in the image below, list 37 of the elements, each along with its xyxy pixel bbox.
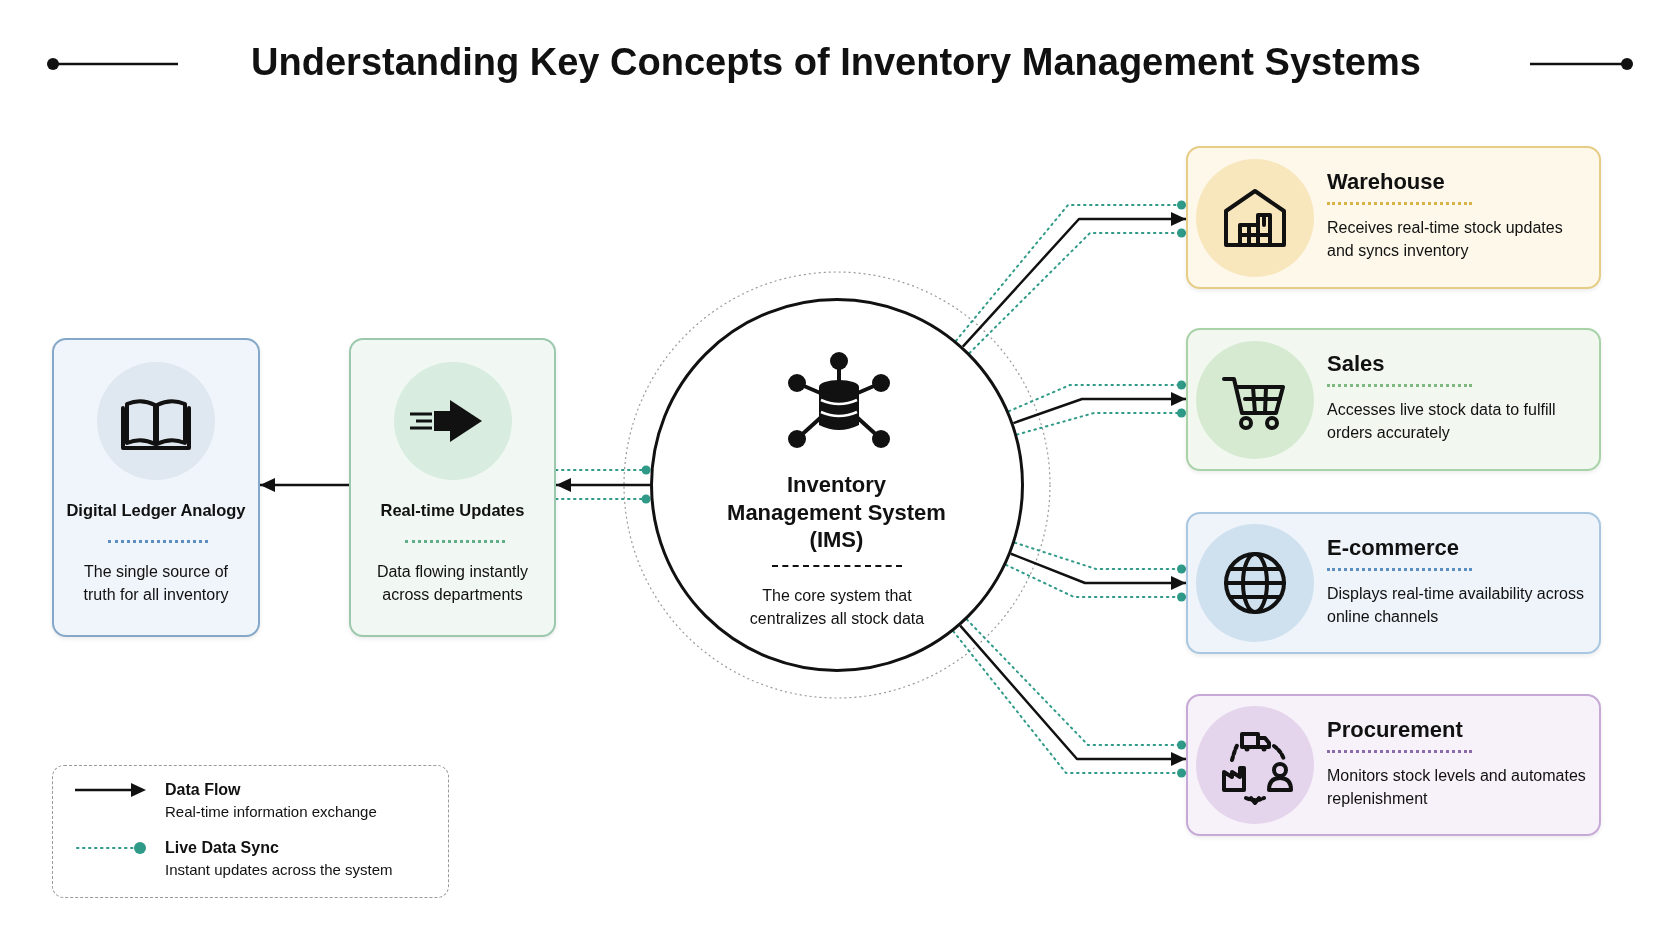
legend-label: Live Data Sync <box>165 839 279 857</box>
card-title: Digital Ledger Analogy <box>65 500 247 521</box>
sync-line <box>1007 380 1187 413</box>
sync-line <box>1013 541 1187 574</box>
card-description: The single source of truth for all inventory <box>82 562 230 606</box>
card-title: Procurement <box>1327 716 1464 744</box>
destination-card <box>1186 512 1601 654</box>
destination-card <box>1186 328 1601 471</box>
legend-label: Data Flow <box>165 781 241 799</box>
card-description: Data flowing instantly across departments <box>375 562 530 606</box>
legend-description: Real-time information exchange <box>165 803 377 820</box>
title: Understanding Key Concepts of Inventory Management Systems <box>251 40 1421 85</box>
card-title: Warehouse <box>1327 168 1446 196</box>
card-description: Accesses live stock data to fulfill orders accurately <box>1327 400 1557 444</box>
card-title: Real-time Updates <box>379 500 526 521</box>
card-title: E-commerce <box>1327 534 1461 562</box>
card-description: The core system that centralizes all stock data <box>748 586 926 630</box>
arrow <box>1013 392 1186 425</box>
sync-line <box>1005 563 1187 602</box>
sync-line <box>555 465 652 475</box>
card-title: Inventory Management System (IMS) <box>726 471 947 554</box>
sync-line <box>968 228 1187 355</box>
card-description: Monitors stock levels and automates replenishment <box>1327 766 1587 810</box>
sync-line <box>555 494 652 504</box>
destination-card <box>1186 694 1601 836</box>
arrow <box>260 478 349 492</box>
concept-card <box>52 338 260 637</box>
concept-card <box>349 338 556 637</box>
card-description: Receives real-time stock updates and syncs inventory <box>1327 218 1564 262</box>
card-description: Displays real-time availability across online channels <box>1327 584 1585 628</box>
arrow <box>1010 552 1186 590</box>
card-title: Sales <box>1327 350 1386 378</box>
sync-line <box>1016 408 1187 436</box>
arrow <box>556 478 650 492</box>
destination-card <box>1186 146 1601 289</box>
sync-line <box>965 618 1187 750</box>
legend-description: Instant updates across the system <box>165 861 393 878</box>
